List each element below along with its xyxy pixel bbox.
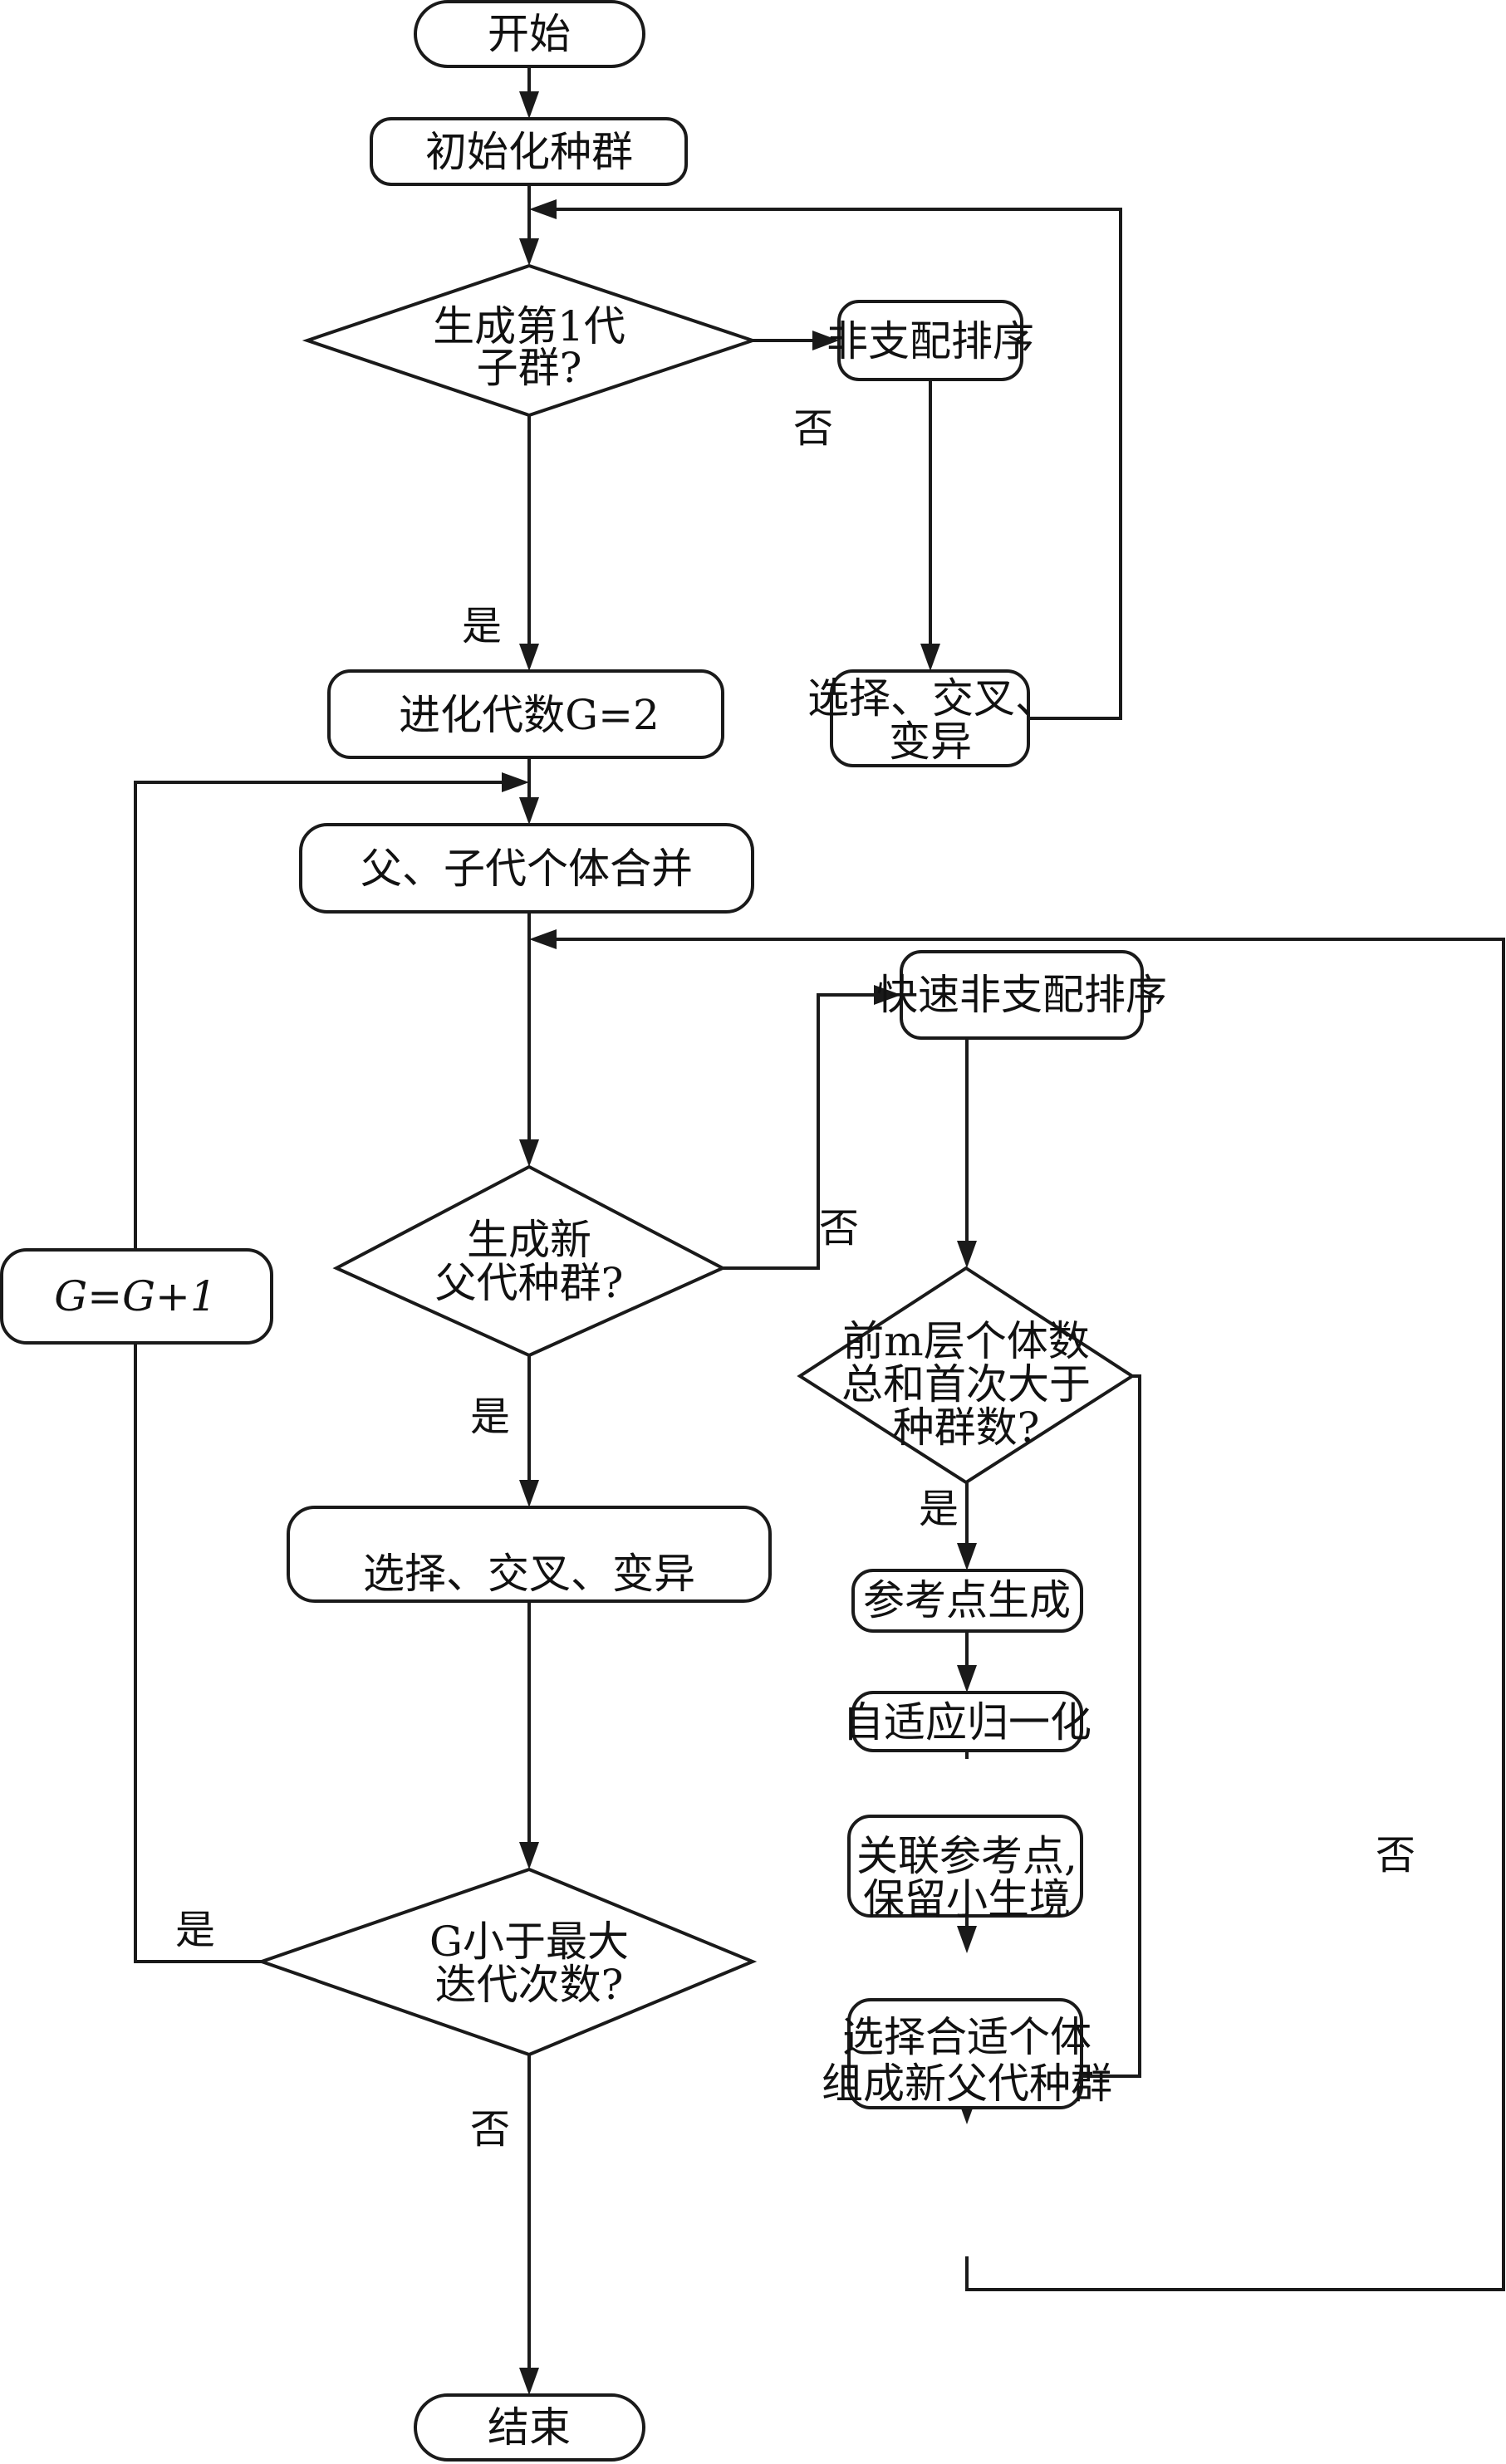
label-max-iter-no: 否 (470, 2106, 510, 2153)
process-shape (370, 117, 688, 186)
node-fast-non-dominated-sort-text: 快速非支配排序 (876, 971, 1167, 1019)
terminal-shape (414, 0, 645, 68)
arrow-head (812, 331, 839, 350)
edge-decision2-fastnds (723, 993, 874, 1270)
node-associate-niche: 关联参考点, 保留小生境 (847, 1815, 1083, 1923)
node-set-gen-2: 进化代数G=2 (327, 669, 724, 759)
node-decision-first-gen-line2: 子群? (477, 344, 582, 392)
node-associate-niche-line2: 保留小生境 (863, 1875, 1071, 1923)
edge-labels: 否 是 否 是 是 否 是 否 (175, 405, 1415, 2153)
edges (134, 66, 1505, 2395)
node-increment-gen-text: G=G+1 (54, 1272, 216, 1320)
arrow-head (529, 929, 557, 949)
node-decision-max-iter-line2: 迭代次数? (435, 1961, 624, 2009)
node-decision-new-parent-line1: 生成新 (467, 1216, 591, 1264)
node-merge-parent-child-text: 父、子代个体合并 (361, 845, 693, 893)
process-shape (287, 1506, 772, 1603)
node-select-cross-mutate-2-text: 选择、交叉、变异 (363, 1550, 695, 1598)
node-decision-max-iter-line1: G小于最大 (429, 1918, 629, 1966)
decision-shape (797, 1266, 1136, 1485)
process-shape (847, 1998, 1083, 2109)
arrow-head (519, 2368, 539, 2395)
node-init-population-text: 初始化种群 (425, 128, 633, 176)
decision-shape (332, 1164, 727, 1358)
node-adaptive-normalize: 自适应归一化 (842, 1691, 1091, 1752)
label-max-iter-yes: 是 (175, 1907, 215, 1953)
node-decision-top-m-layers-line1: 前m层个体数 (842, 1317, 1089, 1365)
node-decision-max-iter: G小于最大 迭代次数? (256, 1867, 758, 2057)
arrow-head (874, 985, 901, 1005)
arrow-head (519, 1842, 539, 1869)
process-shape (900, 950, 1144, 1040)
arrow-head (519, 797, 539, 825)
process-shape (299, 823, 754, 914)
node-decision-new-parent: 生成新 父代种群? (332, 1164, 727, 1358)
process-shape (327, 669, 724, 759)
node-associate-niche-line1: 关联参考点, (856, 1832, 1077, 1880)
node-select-cross-mutate-1-line1: 选择、交叉、 (807, 674, 1057, 723)
arrow-head (519, 644, 539, 671)
label-first-gen-yes: 是 (462, 603, 502, 649)
process-shape (0, 1248, 273, 1345)
label-top-m-yes: 是 (919, 1486, 959, 1532)
arrow-head (957, 1543, 977, 1570)
node-decision-new-parent-line2: 父代种群? (435, 1259, 624, 1307)
node-select-new-parent: 选择合适个体 组成新父代种群 (822, 1998, 1112, 2109)
node-end-text: 结束 (488, 2403, 571, 2452)
label-new-parent-no: 否 (819, 1205, 859, 1252)
decision-shape (256, 1867, 758, 2057)
node-adaptive-normalize-text: 自适应归一化 (842, 1698, 1091, 1746)
node-start-text: 开始 (488, 10, 571, 58)
node-non-dominated-sort: 非支配排序 (827, 300, 1034, 381)
node-set-gen-2-text: 进化代数G=2 (399, 691, 660, 739)
node-select-new-parent-line2: 组成新父代种群 (822, 2060, 1112, 2108)
node-select-new-parent-line1: 选择合适个体 (842, 2013, 1091, 2061)
arrow-head (519, 1480, 539, 1507)
arrow-head (519, 238, 539, 266)
arrow-head (519, 1139, 539, 1167)
arrow-head (529, 199, 557, 219)
node-select-cross-mutate-1-line2: 变异 (889, 718, 972, 766)
arrow-head (957, 1665, 977, 1692)
arrow-head (502, 772, 529, 792)
node-increment-gen: G=G+1 (0, 1248, 273, 1345)
process-shape (851, 1569, 1083, 1633)
node-merge-parent-child: 父、子代个体合并 (299, 823, 754, 914)
node-reference-points: 参考点生成 (851, 1569, 1083, 1633)
arrow-head (957, 1241, 977, 1268)
node-non-dominated-sort-text: 非支配排序 (827, 317, 1034, 365)
node-end: 结束 (414, 2393, 645, 2462)
node-select-cross-mutate-1: 选择、交叉、 变异 (807, 669, 1057, 767)
terminal-shape (414, 2393, 645, 2462)
node-decision-top-m-layers-line2: 总和首次大于 (841, 1360, 1091, 1408)
node-fast-non-dominated-sort: 快速非支配排序 (876, 950, 1167, 1040)
node-init-population: 初始化种群 (370, 117, 688, 186)
label-first-gen-no: 否 (793, 405, 833, 452)
edge-increment-to-merge (134, 781, 502, 1250)
label-top-m-no: 否 (1376, 1832, 1415, 1879)
node-decision-top-m-layers-line3: 种群数? (893, 1403, 1040, 1452)
edge-selectnew-to-decision2 (557, 938, 1505, 2291)
process-shape (847, 1815, 1083, 1918)
process-shape (851, 1691, 1083, 1752)
process-shape (830, 669, 1030, 767)
arrow-head (920, 644, 940, 671)
label-new-parent-yes: 是 (470, 1394, 510, 1440)
decision-shape (302, 263, 758, 418)
arrow-head (957, 1926, 977, 1953)
node-decision-first-gen: 生成第1代 子群? (302, 263, 758, 418)
node-select-cross-mutate-2: 选择、交叉、变异 (287, 1506, 772, 1603)
node-decision-top-m-layers: 前m层个体数 总和首次大于 种群数? (797, 1266, 1136, 1485)
node-reference-points-text: 参考点生成 (863, 1576, 1071, 1624)
node-start: 开始 (414, 0, 645, 68)
process-shape (837, 300, 1023, 381)
node-decision-first-gen-line1: 生成第1代 (433, 302, 625, 350)
arrow-head (519, 91, 539, 119)
edge-decision4-increment (134, 1343, 262, 1963)
edge-loop-select1-to-decision1 (557, 208, 1122, 720)
